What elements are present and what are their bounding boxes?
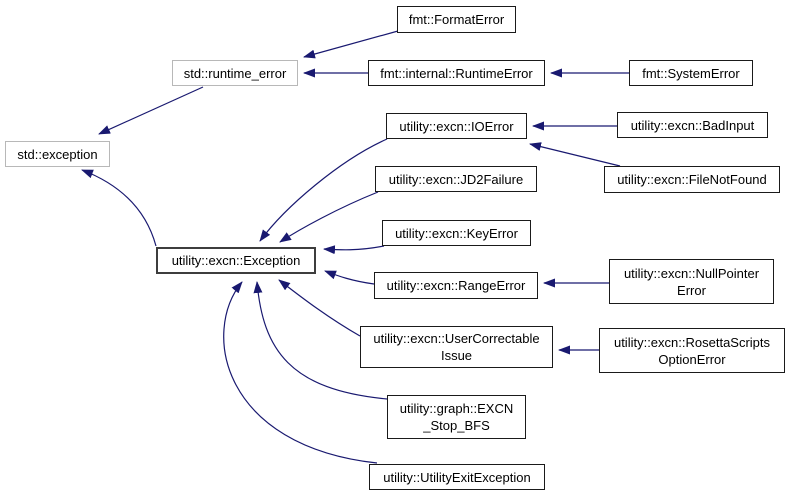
- node-fmt-format-error[interactable]: fmt::FormatError: [397, 6, 516, 33]
- node-utility-excn-range-error[interactable]: utility::excn::RangeError: [374, 272, 538, 299]
- node-utility-excn-exception[interactable]: utility::excn::Exception: [156, 247, 316, 274]
- node-utility-excn-null-pointer-error[interactable]: utility::excn::NullPointer Error: [609, 259, 774, 304]
- node-utility-excn-io-error[interactable]: utility::excn::IOError: [386, 113, 527, 139]
- node-utility-graph-excn-stop-bfs[interactable]: utility::graph::EXCN _Stop_BFS: [387, 395, 526, 439]
- edge-utility-excn-range-error-to-utility-excn-exception: [324, 270, 375, 285]
- edge-utility-excn-key-error-to-utility-excn-exception: [323, 245, 385, 255]
- node-utility-excn-user-correctable-issue[interactable]: utility::excn::UserCorrectable Issue: [360, 326, 553, 368]
- edge-utility-excn-user-correctable-issue-to-utility-excn-exception: [278, 279, 361, 337]
- node-std-runtime-error[interactable]: std::runtime_error: [172, 60, 298, 86]
- node-fmt-internal-runtime-error[interactable]: fmt::internal::RuntimeError: [368, 60, 545, 86]
- edge-utility-excn-io-error-to-utility-excn-exception: [259, 138, 388, 242]
- edge-utility-excn-exception-to-std-exception: [81, 169, 157, 247]
- edge-utility-utility-exit-exception-to-utility-excn-exception: [223, 281, 378, 464]
- edge-utility-excn-jd2-failure-to-utility-excn-exception: [279, 191, 379, 243]
- edge-utility-excn-file-not-found-to-utility-excn-io-error: [529, 142, 621, 167]
- node-utility-excn-file-not-found[interactable]: utility::excn::FileNotFound: [604, 166, 780, 193]
- node-utility-utility-exit-exception[interactable]: utility::UtilityExitException: [369, 464, 545, 490]
- node-utility-excn-jd2-failure[interactable]: utility::excn::JD2Failure: [375, 166, 537, 192]
- node-utility-excn-bad-input[interactable]: utility::excn::BadInput: [617, 112, 768, 138]
- edge-utility-graph-excn-stop-bfs-to-utility-excn-exception: [253, 281, 388, 400]
- edge-std-runtime-error-to-std-exception: [98, 86, 204, 135]
- edge-fmt-format-error-to-std-runtime-error: [303, 30, 399, 59]
- node-utility-excn-key-error[interactable]: utility::excn::KeyError: [382, 220, 531, 246]
- node-fmt-system-error[interactable]: fmt::SystemError: [629, 60, 753, 86]
- node-std-exception[interactable]: std::exception: [5, 141, 110, 167]
- node-utility-excn-rosetta-scripts-option-error[interactable]: utility::excn::RosettaScripts OptionErro…: [599, 328, 785, 373]
